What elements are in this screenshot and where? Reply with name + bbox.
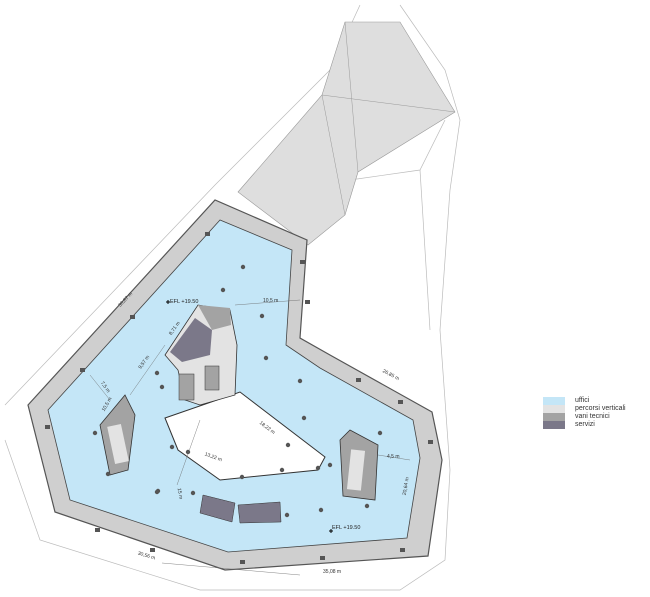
dimension-label: 13,22 m bbox=[204, 451, 223, 463]
legend-item: vani tecnici bbox=[543, 413, 626, 421]
legend: uffici percorsi verticali vani tecnici s… bbox=[543, 397, 626, 429]
dimension-label: 30,56 m bbox=[137, 551, 156, 562]
svg-text:EFL +19.50: EFL +19.50 bbox=[170, 299, 198, 305]
facade-panels bbox=[45, 232, 433, 564]
legend-swatch bbox=[543, 421, 565, 429]
legend-swatch bbox=[543, 413, 565, 421]
legend-label: percorsi verticali bbox=[575, 405, 626, 412]
dimension-label: 15 m bbox=[176, 488, 184, 500]
columns bbox=[92, 264, 383, 518]
legend-swatch bbox=[543, 397, 565, 405]
legend-label: uffici bbox=[575, 397, 590, 404]
level-marker: EFL +19.50 bbox=[329, 525, 360, 533]
legend-label: vani tecnici bbox=[575, 413, 610, 420]
svg-text:EFL +19.50: EFL +19.50 bbox=[332, 525, 360, 531]
legend-swatch bbox=[543, 405, 565, 413]
lift-shaft bbox=[178, 373, 195, 401]
dimension-label: 4,5 m bbox=[387, 454, 400, 460]
level-marker: EFL +19.50 bbox=[166, 299, 198, 305]
services-central bbox=[170, 318, 212, 362]
legend-item: percorsi verticali bbox=[543, 405, 626, 413]
dimension-label: 20,64 m bbox=[402, 477, 411, 496]
services-south bbox=[237, 501, 282, 524]
lift-shaft bbox=[204, 365, 220, 391]
services-south bbox=[199, 494, 236, 523]
dimension-label: 26,85 m bbox=[381, 368, 400, 382]
dimension-label: 35,08 m bbox=[323, 569, 341, 575]
technical-central bbox=[198, 305, 231, 330]
dimension-label: 10,5 m bbox=[263, 298, 278, 304]
legend-label: servizi bbox=[575, 421, 595, 428]
legend-item: servizi bbox=[543, 421, 626, 429]
legend-item: uffici bbox=[543, 397, 626, 405]
